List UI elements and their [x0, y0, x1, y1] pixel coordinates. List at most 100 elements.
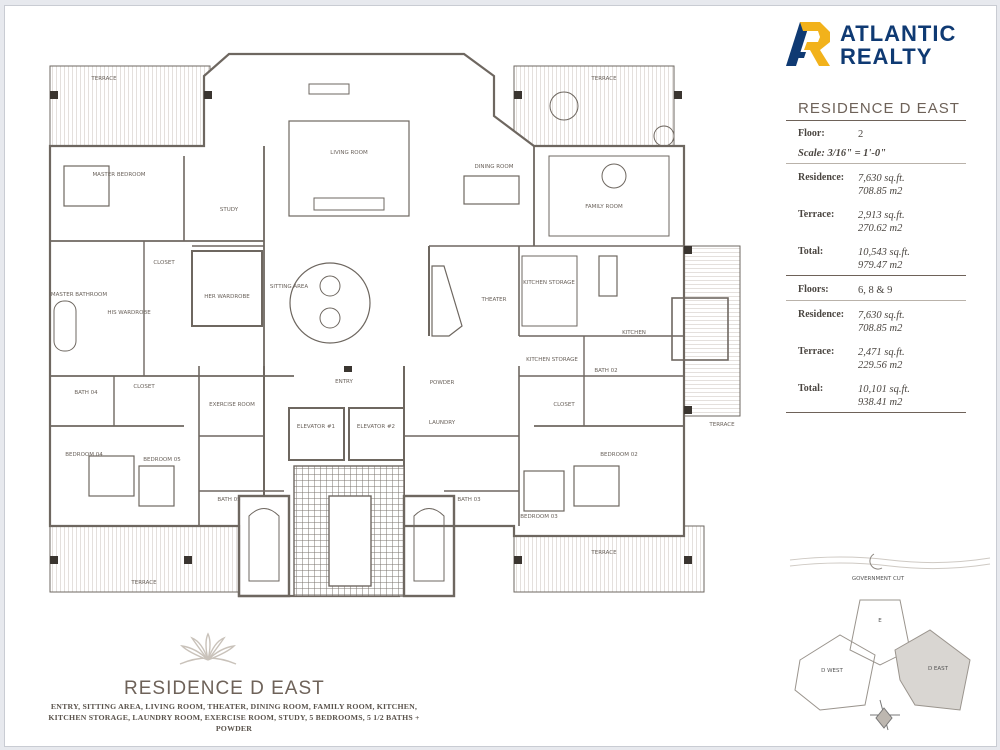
terrace-label-2: Terrace:	[798, 346, 835, 357]
label-closet-master: CLOSET	[153, 260, 175, 266]
label-her-wardrobe: HER WARDROBE	[204, 294, 250, 300]
label-bath-05: BATH 05	[217, 497, 241, 503]
stair-east	[402, 494, 456, 598]
label-study: STUDY	[220, 207, 239, 213]
residence-sqft-1: 7,630 sq.ft.	[858, 173, 905, 184]
label-bath-03: BATH 03	[457, 497, 481, 503]
label-terrace-sw: TERRACE	[130, 580, 157, 586]
label-terrace-nw: TERRACE	[90, 76, 117, 82]
label-bath-02: BATH 02	[594, 368, 617, 374]
total-label-2: Total:	[798, 383, 824, 394]
floor-value: 2	[858, 129, 864, 140]
label-kitchen-storage-b: KITCHEN STORAGE	[526, 357, 578, 363]
label-kitchen: KITCHEN	[622, 330, 646, 336]
bedroom-05-bed	[138, 465, 175, 507]
logo-line1: ATLANTIC	[840, 21, 957, 46]
key-plan: GOVERNMENT CUT E D WEST D EAST	[789, 553, 991, 731]
total-label-1: Total:	[798, 246, 824, 257]
label-terrace-ne: TERRACE	[590, 76, 617, 82]
terrace-east-deck	[683, 245, 741, 417]
terrace-sqft-2: 2,471 sq.ft.	[858, 347, 905, 358]
key-label-d-east: D EAST	[928, 666, 949, 672]
key-plan-d-west	[794, 634, 876, 711]
label-bedroom-04: BEDROOM 04	[65, 452, 103, 458]
label-bedroom-02: BEDROOM 02	[600, 452, 637, 458]
east-terrace-table	[671, 297, 729, 361]
label-laundry: LAUNDRY	[429, 420, 456, 426]
floors-value: 6, 8 & 9	[858, 285, 893, 296]
residence-sqft-2: 7,630 sq.ft.	[858, 310, 905, 321]
scale-row: Scale: 3/16" = 1'-0"	[786, 144, 966, 164]
label-kitchen-storage: KITCHEN STORAGE	[523, 280, 575, 286]
bedroom-03-bed	[523, 470, 565, 512]
her-wardrobe-wall	[191, 250, 263, 327]
label-elevator-1: ELEVATOR #1	[297, 424, 335, 430]
label-bedroom-05: BEDROOM 05	[143, 457, 181, 463]
atlantic-realty-logo[interactable]: ATLANTIC REALTY	[786, 22, 986, 70]
terrace-label-1: Terrace:	[798, 209, 835, 220]
elevator-2-shaft	[348, 407, 405, 461]
stair-west	[237, 494, 291, 598]
residence-row-2: Residence: 7,630 sq.ft. 708.85 m2	[786, 306, 966, 338]
specs-title: RESIDENCE D EAST	[786, 98, 966, 121]
terrace-sqft-1: 2,913 sq.ft.	[858, 210, 905, 221]
residence-description: ENTRY, SITTING AREA, LIVING ROOM, THEATE…	[48, 702, 420, 733]
key-label-d-west: D WEST	[821, 668, 843, 674]
terrace-table	[549, 91, 579, 121]
floor-plan: TERRACE TERRACE TERRACE TERRACE TERRACE …	[48, 52, 741, 598]
residence-label-2: Residence:	[798, 309, 845, 320]
label-closet-b: CLOSET	[133, 384, 155, 390]
scale-text: Scale: 3/16" = 1'-0"	[798, 148, 886, 159]
total-sqft-2: 10,101 sq.ft.	[858, 384, 910, 395]
label-master-bedroom: MASTER BEDROOM	[92, 172, 145, 178]
label-master-bathroom: MASTER BATHROOM	[51, 292, 107, 298]
label-closet-c: CLOSET	[553, 402, 575, 408]
floors-row: Floors: 6, 8 & 9	[786, 281, 966, 301]
key-government-cut: GOVERNMENT CUT	[852, 576, 905, 582]
master-tub	[53, 300, 77, 352]
kitchen-island	[598, 255, 618, 297]
floor-row: Floor: 2	[786, 125, 966, 144]
key-plan-d-east	[894, 629, 971, 711]
terrace-row-2: Terrace: 2,471 sq.ft. 229.56 m2	[786, 343, 966, 375]
label-powder: POWDER	[430, 380, 455, 386]
label-terrace-se: TERRACE	[590, 550, 617, 556]
total-sqft-1: 10,543 sq.ft.	[858, 247, 910, 258]
total-m2-2: 938.41 m2	[858, 397, 903, 408]
label-elevator-2: ELEVATOR #2	[357, 424, 395, 430]
label-exercise-room: EXERCISE ROOM	[209, 402, 255, 408]
floor-label: Floor:	[798, 128, 825, 139]
specs-panel: RESIDENCE D EAST Floor: 2 Scale: 3/16" =…	[786, 98, 966, 413]
label-sitting-area: SITTING AREA	[270, 284, 309, 290]
residence-label-1: Residence:	[798, 172, 845, 183]
sitting-area-circle	[289, 262, 371, 344]
total-row-1: Total: 10,543 sq.ft. 979.47 m2	[786, 243, 966, 276]
bedroom-04-bed	[88, 455, 135, 497]
logo-mark-icon	[786, 22, 830, 66]
residence-m2-2: 708.85 m2	[858, 323, 903, 334]
residence-crest-icon	[179, 632, 237, 665]
floors-label: Floors:	[798, 284, 829, 295]
terrace-m2-1: 270.62 m2	[858, 223, 903, 234]
terrace-nw-deck	[49, 65, 211, 147]
label-living-room: LIVING ROOM	[330, 150, 368, 156]
label-entry: ENTRY	[335, 379, 353, 385]
living-rug	[288, 120, 410, 217]
terrace-m2-2: 229.56 m2	[858, 360, 903, 371]
dining-table	[463, 175, 520, 205]
label-his-wardrobe: HIS WARDROBE	[107, 310, 151, 316]
label-theater: THEATER	[481, 297, 507, 303]
key-label-e: E	[878, 618, 882, 624]
residence-m2-1: 708.85 m2	[858, 186, 903, 197]
residence-title: RESIDENCE D EAST	[124, 678, 325, 699]
logo-line2: REALTY	[840, 44, 933, 69]
logo-wordmark: ATLANTIC REALTY	[840, 22, 956, 68]
label-dining-room: DINING ROOM	[475, 164, 514, 170]
master-bed	[63, 165, 110, 207]
bedroom-02-bed	[573, 465, 620, 507]
label-bedroom-03: BEDROOM 03	[520, 514, 558, 520]
total-m2-1: 979.47 m2	[858, 260, 903, 271]
label-family-room: FAMILY ROOM	[585, 204, 623, 210]
total-row-2: Total: 10,101 sq.ft. 938.41 m2	[786, 380, 966, 413]
